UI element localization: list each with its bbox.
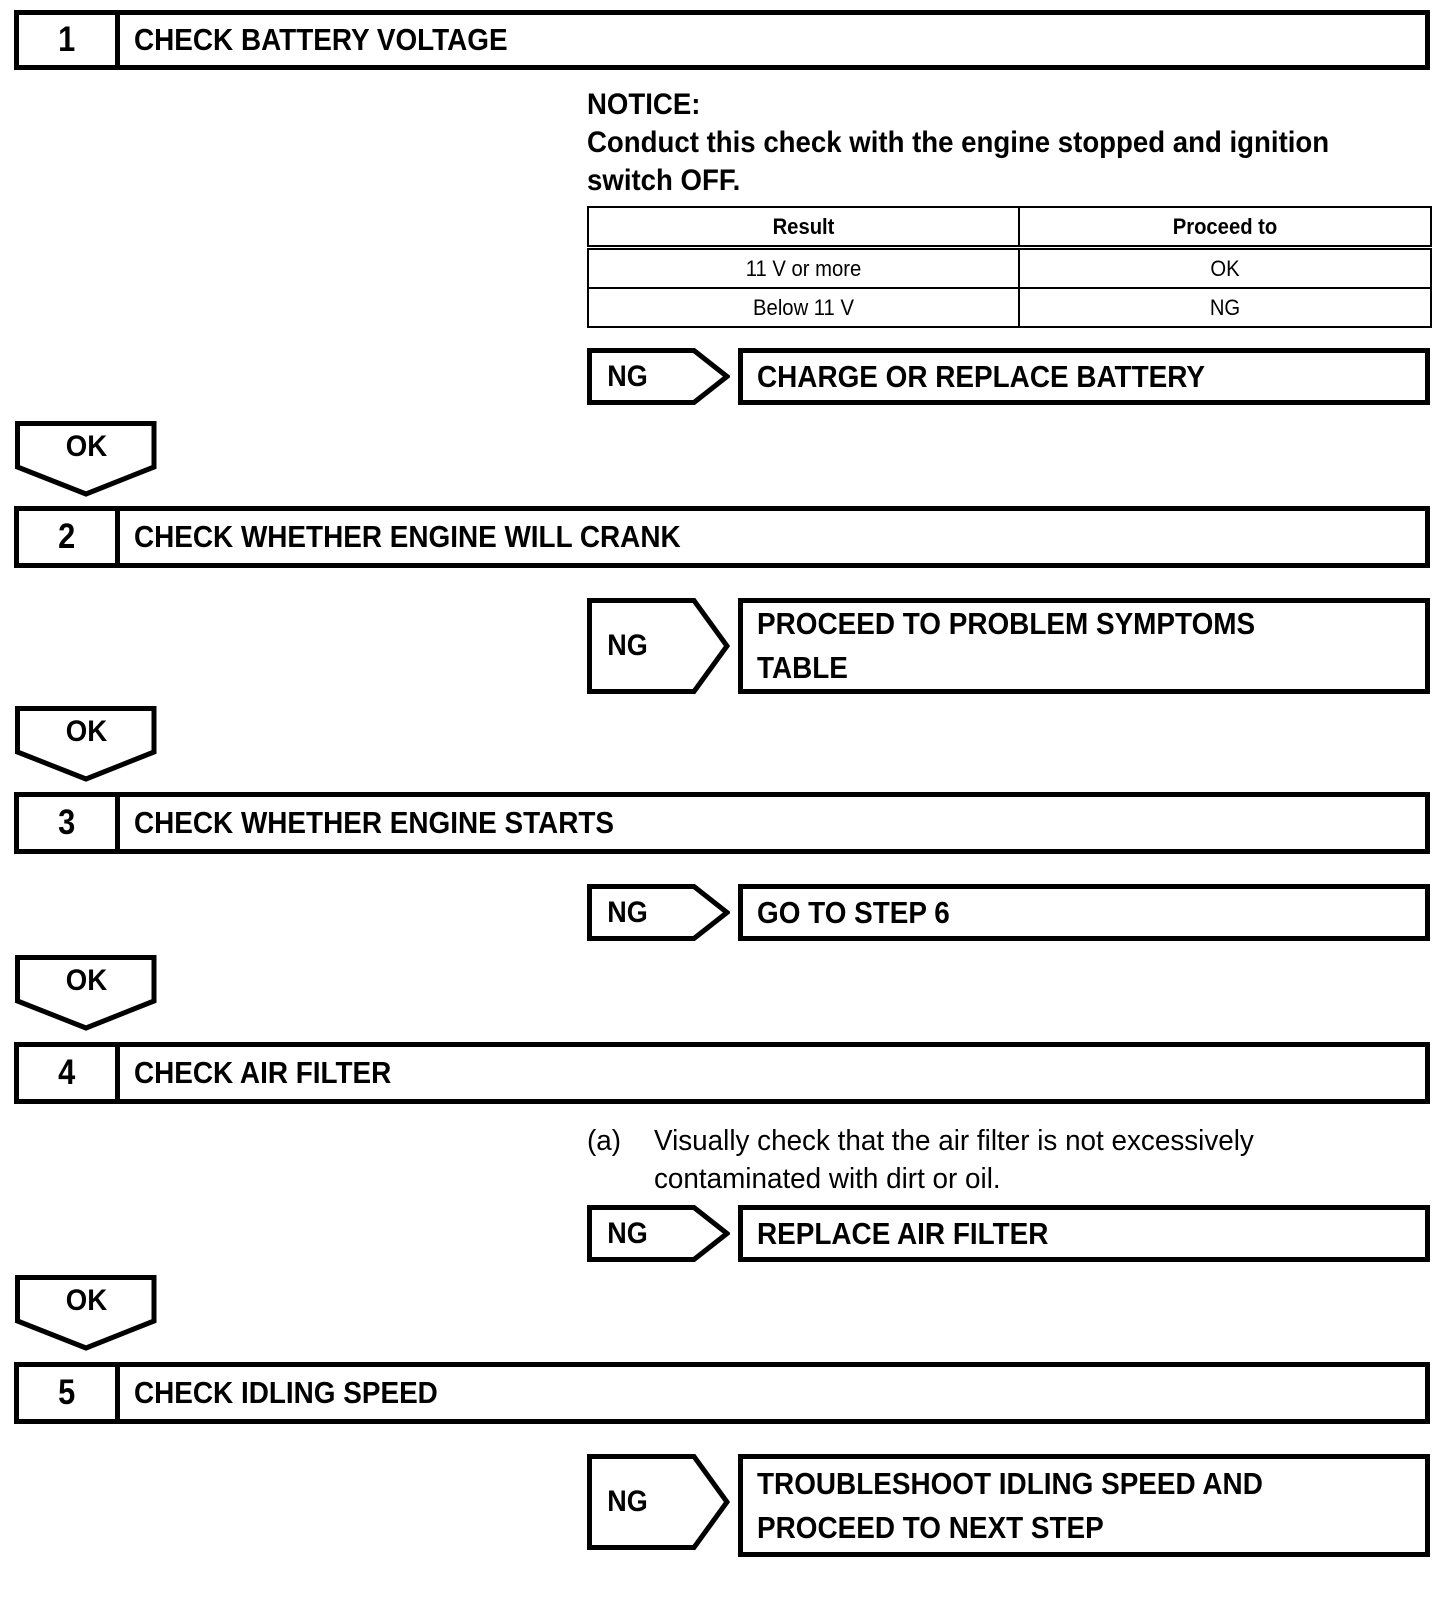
step-box-3[interactable]: 3 CHECK WHETHER ENGINE STARTS (14, 792, 1430, 854)
ng-label-3: NG (607, 895, 648, 929)
step-box-2[interactable]: 2 CHECK WHETHER ENGINE WILL CRANK (14, 506, 1430, 568)
table-cell-proceed: OK (1018, 246, 1432, 289)
result-table-1: Result Proceed to 11 V or more OK Below … (587, 206, 1432, 328)
ok-connector-3: OK (15, 955, 160, 1031)
ok-connector-4: OK (15, 1275, 160, 1351)
ng-target-line-2: PROCEED TO NEXT STEP (757, 1509, 1104, 1545)
ng-target-box-5[interactable]: TROUBLESHOOT IDLING SPEED AND PROCEED TO… (738, 1454, 1430, 1557)
step-box-5[interactable]: 5 CHECK IDLING SPEED (14, 1362, 1430, 1424)
ng-arrow-icon (587, 884, 730, 941)
ok-label-1: OK (65, 430, 107, 463)
ng-label-5: NG (607, 1485, 648, 1518)
instruction-line-1: Visually check that the air filter is no… (654, 1125, 1254, 1157)
ng-arrow-icon (587, 1454, 730, 1550)
step-box-4[interactable]: 4 CHECK AIR FILTER (14, 1042, 1430, 1104)
ng-target-line-1: GO TO STEP 6 (757, 894, 950, 930)
table-cell-proceed: NG (1018, 287, 1432, 328)
instruction-body: Visually check that the air filter is no… (654, 1122, 1407, 1198)
ng-branch-2: NG PROCEED TO PROBLEM SYMPTOMS TABLE (587, 598, 1430, 694)
step-number-5: 5 (19, 1367, 120, 1419)
table-row: 11 V or more OK (587, 246, 1432, 289)
step-number-3: 3 (19, 797, 120, 849)
ok-connector-1: OK (15, 421, 160, 497)
ng-branch-4: NG REPLACE AIR FILTER (587, 1205, 1430, 1262)
table-cell-result: 11 V or more (587, 246, 1020, 289)
ok-label-2: OK (65, 715, 107, 748)
ng-arrow-icon (587, 1205, 730, 1262)
ng-target-box-3[interactable]: GO TO STEP 6 (738, 884, 1430, 941)
ng-target-line-1: REPLACE AIR FILTER (757, 1215, 1049, 1251)
ng-target-text-2: PROCEED TO PROBLEM SYMPTOMS TABLE (757, 602, 1310, 690)
ng-target-text-3: GO TO STEP 6 (757, 891, 971, 935)
step-title-5: CHECK IDLING SPEED (134, 1375, 438, 1410)
table-header-row: Result Proceed to (587, 206, 1432, 250)
ng-target-text-1: CHARGE OR REPLACE BATTERY (757, 355, 1255, 399)
ng-branch-5: NG TROUBLESHOOT IDLING SPEED AND PROCEED… (587, 1454, 1430, 1557)
table-header-proceed: Proceed to (1018, 206, 1432, 250)
step-title-1: CHECK BATTERY VOLTAGE (134, 22, 508, 57)
ng-branch-1: NG CHARGE OR REPLACE BATTERY (587, 348, 1430, 405)
step-number-4: 4 (19, 1047, 120, 1099)
table-row: Below 11 V NG (587, 287, 1432, 328)
step-number-1: 1 (19, 15, 120, 65)
ng-target-line-1: CHARGE OR REPLACE BATTERY (757, 358, 1205, 394)
ng-target-line-2: TABLE (757, 650, 848, 685)
ng-target-line-1: PROCEED TO PROBLEM SYMPTOMS (757, 606, 1256, 641)
step-title-3: CHECK WHETHER ENGINE STARTS (134, 805, 614, 840)
notice-block-1: NOTICE: Conduct this check with the engi… (587, 86, 1407, 200)
ng-label-4: NG (607, 1216, 648, 1250)
ng-target-line-1: TROUBLESHOOT IDLING SPEED AND (757, 1465, 1263, 1501)
table-header-result: Result (587, 206, 1020, 250)
step-title-4: CHECK AIR FILTER (134, 1055, 392, 1090)
instruction-block-4: (a) Visually check that the air filter i… (587, 1122, 1407, 1198)
ng-target-text-4: REPLACE AIR FILTER (757, 1212, 1081, 1256)
step-box-1[interactable]: 1 CHECK BATTERY VOLTAGE (14, 10, 1430, 70)
ng-label-2: NG (607, 629, 648, 662)
ng-arrow-icon (587, 348, 730, 405)
notice-line-1: Conduct this check with the engine stopp… (587, 126, 1330, 159)
step-number-2: 2 (19, 511, 120, 563)
ok-connector-2: OK (15, 706, 160, 782)
ng-target-box-1[interactable]: CHARGE OR REPLACE BATTERY (738, 348, 1430, 405)
ng-arrow-icon (587, 598, 730, 694)
table-cell-result: Below 11 V (587, 287, 1020, 328)
instruction-line-2: contaminated with dirt or oil. (654, 1163, 1001, 1195)
notice-heading: NOTICE: (587, 88, 701, 121)
ng-label-1: NG (607, 359, 648, 393)
notice-line-2: switch OFF. (587, 164, 741, 197)
ok-label-4: OK (65, 1284, 107, 1317)
ng-branch-3: NG GO TO STEP 6 (587, 884, 1430, 941)
ng-target-text-5: TROUBLESHOOT IDLING SPEED AND PROCEED TO… (757, 1462, 1319, 1550)
instruction-marker: (a) (587, 1125, 622, 1157)
ng-target-box-4[interactable]: REPLACE AIR FILTER (738, 1205, 1430, 1262)
ok-label-3: OK (65, 964, 107, 997)
ng-target-box-2[interactable]: PROCEED TO PROBLEM SYMPTOMS TABLE (738, 598, 1430, 694)
step-title-2: CHECK WHETHER ENGINE WILL CRANK (134, 519, 681, 554)
